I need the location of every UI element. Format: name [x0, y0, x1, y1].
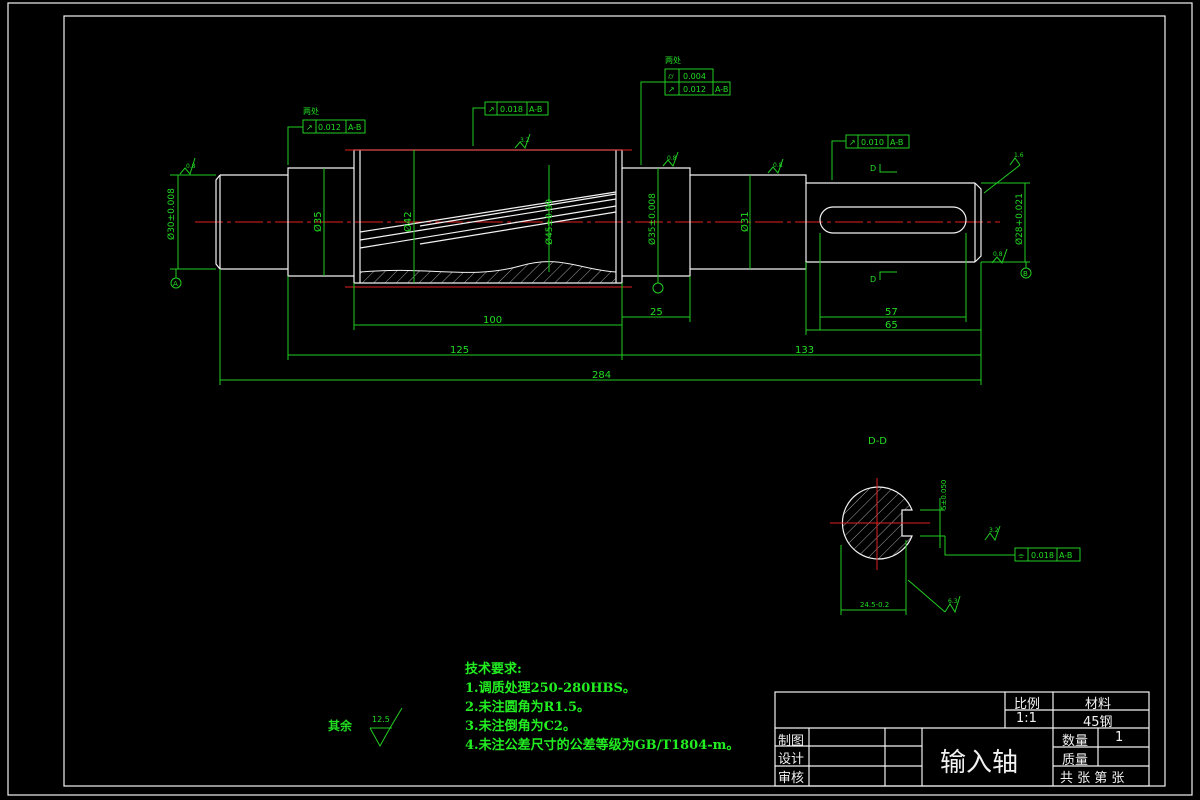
svg-text:两处: 两处	[665, 55, 681, 65]
scale-value: 1:1	[1016, 711, 1037, 726]
gdt-left: 两处 ↗ 0.012 A-B	[287, 106, 366, 165]
material-label: 材料	[1085, 697, 1112, 712]
svg-text:A-B: A-B	[1059, 551, 1072, 560]
svg-text:0.012: 0.012	[318, 123, 341, 132]
sheet-border	[7, 2, 1193, 796]
svg-text:24.5-0.2: 24.5-0.2	[860, 601, 889, 609]
svg-text:3.2: 3.2	[989, 527, 999, 534]
tech-requirements: 技术要求: 1.调质处理250-280HBS。 2.未注圆角为R1.5。 3.未…	[465, 660, 739, 755]
dim-diameter-45: Ø45±0.09	[544, 199, 555, 245]
roughness-6: 1.6	[1014, 152, 1024, 159]
gdt-upper-right: 两处 ⌭ 0.004 ↗ 0.012 A-B	[640, 55, 731, 165]
dim-65: 65	[885, 320, 898, 331]
designed-label: 设计	[778, 752, 805, 767]
svg-text:A-B: A-B	[529, 105, 542, 114]
quantity-label: 数量	[1062, 734, 1089, 749]
scale-label: 比例	[1014, 697, 1041, 712]
svg-text:↗: ↗	[849, 138, 856, 147]
gdt-right: ↗ 0.010 A-B	[831, 134, 910, 180]
tech-item-4: 4.未注公差尺寸的公差等级为GB/T1804-m。	[465, 738, 740, 753]
tooth-section	[359, 261, 617, 284]
tech-title: 技术要求:	[465, 662, 522, 677]
roughness-symbols	[179, 133, 1008, 264]
tech-item-1: 1.调质处理250-280HBS。	[465, 681, 636, 696]
checked-label: 审核	[778, 771, 805, 786]
part-name: 输入轴	[940, 748, 1019, 778]
dim-125: 125	[450, 345, 469, 356]
dim-100: 100	[483, 315, 502, 326]
roughness-2: 3.2	[520, 137, 530, 144]
svg-text:A-B: A-B	[890, 138, 903, 147]
keyway-slot	[819, 206, 967, 234]
svg-text:A-B: A-B	[715, 85, 728, 94]
other-roughness-label: 其余	[328, 718, 353, 733]
dim-25: 25	[650, 307, 663, 318]
roughness-5: 0.8	[993, 251, 1003, 258]
gdt-top: ↗ 0.018 A-B	[472, 101, 549, 146]
other-roughness-value: 12.5	[372, 715, 390, 724]
svg-text:⌭: ⌭	[668, 72, 674, 81]
svg-text:0.018: 0.018	[500, 105, 523, 114]
leader-chamfer	[983, 164, 1021, 194]
svg-text:A-B: A-B	[348, 123, 361, 132]
other-roughness-symbol	[369, 707, 403, 748]
svg-text:0.004: 0.004	[683, 72, 706, 81]
datum-a: A	[170, 269, 182, 289]
length-dim-lines	[219, 233, 982, 385]
dim-diameter-42: Ø42	[402, 211, 414, 232]
datum-b: B	[1020, 262, 1032, 279]
section-view: ⌯ 0.018 A-B 5±0.050 24.5-0.2 6.3 3.2	[830, 478, 1081, 615]
roughness-1: 0.8	[186, 163, 196, 170]
dim-diameter-35: Ø35	[312, 211, 324, 232]
quantity-value: 1	[1115, 730, 1124, 745]
shaft-outline	[215, 149, 982, 284]
title-block	[774, 691, 1150, 787]
roughness-4: 0.8	[773, 162, 783, 169]
svg-text:两处: 两处	[303, 106, 319, 116]
svg-text:5±0.050: 5±0.050	[940, 480, 948, 510]
diameter-dim-lines	[170, 150, 1030, 283]
svg-text:B: B	[1023, 270, 1028, 278]
svg-text:↗: ↗	[488, 105, 495, 114]
svg-text:D: D	[870, 164, 876, 173]
dim-diameter-left: Ø30±0.008	[166, 188, 177, 240]
tech-item-3: 3.未注倒角为C2。	[465, 719, 576, 734]
sheet-count: 共 张 第 张	[1060, 771, 1125, 786]
datum-a-mid	[652, 276, 664, 294]
drawing-frame	[63, 15, 1166, 787]
roughness-3: 0.8	[667, 155, 677, 162]
dim-diameter-31: Ø31	[739, 211, 751, 232]
svg-text:A: A	[173, 280, 178, 288]
section-title: D-D	[868, 436, 887, 447]
tech-item-2: 2.未注圆角为R1.5。	[465, 700, 590, 715]
svg-text:⌯: ⌯	[1018, 551, 1025, 560]
svg-text:0.010: 0.010	[861, 138, 884, 147]
svg-text:0.012: 0.012	[683, 85, 706, 94]
section-cut-marks: D D	[870, 164, 897, 284]
dim-57: 57	[885, 307, 898, 318]
svg-text:0.018: 0.018	[1031, 551, 1054, 560]
dim-133: 133	[795, 345, 814, 356]
svg-text:6.3: 6.3	[948, 598, 958, 605]
svg-text:D: D	[870, 275, 876, 284]
mass-label: 质量	[1062, 753, 1089, 768]
dim-284: 284	[592, 370, 611, 381]
svg-text:↗: ↗	[668, 85, 675, 94]
dim-diameter-28: Ø28+0.021	[1014, 193, 1025, 245]
drawn-label: 制图	[778, 734, 805, 749]
svg-text:↗: ↗	[306, 123, 313, 132]
material-value: 45钢	[1083, 715, 1113, 730]
dim-diameter-35b: Ø35±0.008	[647, 193, 658, 245]
